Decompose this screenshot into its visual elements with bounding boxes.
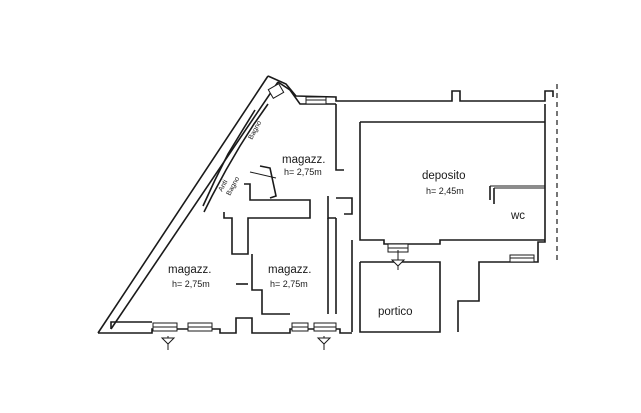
- deposito-name: deposito: [422, 170, 465, 182]
- windows: [152, 82, 535, 332]
- interior-walls: [202, 103, 545, 333]
- magazz-top-height: h= 2,75m: [284, 167, 322, 177]
- deposito-height: h= 2,45m: [426, 186, 464, 196]
- entrance-markers: [160, 250, 406, 350]
- outer-walls: [97, 75, 558, 334]
- magazz-left-height: h= 2,75m: [172, 279, 210, 289]
- magazz-top-name: magazz.: [282, 154, 325, 166]
- magazz-left-name: magazz.: [168, 264, 211, 276]
- anti-bagno-line2: Bagno: [226, 176, 242, 197]
- wc-name: wc: [510, 210, 525, 222]
- portico-name: portico: [378, 306, 413, 318]
- room-labels: magazz. h= 2,75m deposito h= 2,45m wc ma…: [168, 120, 525, 318]
- magazz-mid-name: magazz.: [268, 264, 311, 276]
- magazz-mid-height: h= 2,75m: [270, 279, 308, 289]
